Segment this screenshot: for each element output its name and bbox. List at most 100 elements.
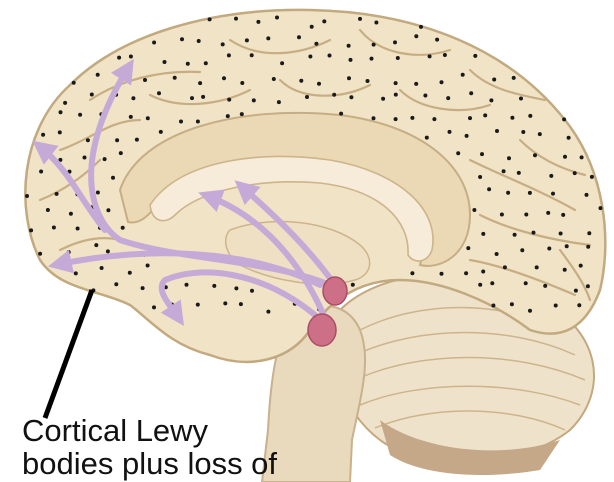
lewy-body-dot bbox=[487, 187, 491, 191]
lewy-body-dot bbox=[554, 304, 558, 308]
lewy-body-dot bbox=[532, 231, 536, 235]
lewy-body-dot bbox=[328, 54, 332, 58]
lewy-body-dot bbox=[366, 79, 370, 83]
lewy-body-dot bbox=[121, 226, 125, 230]
lewy-body-dot bbox=[468, 116, 472, 120]
lewy-body-dot bbox=[448, 130, 452, 134]
lewy-body-dot bbox=[190, 96, 194, 100]
lewy-body-dot bbox=[322, 19, 326, 23]
lewy-body-dot bbox=[135, 138, 139, 142]
lewy-body-dot bbox=[96, 191, 100, 195]
lewy-body-dot bbox=[456, 151, 460, 155]
lewy-body-dot bbox=[317, 82, 321, 86]
lewy-body-dot bbox=[280, 61, 284, 65]
lewy-body-dot bbox=[222, 76, 226, 80]
lewy-body-dot bbox=[561, 213, 565, 217]
lewy-body-dot bbox=[481, 232, 485, 236]
lewy-body-dot bbox=[469, 91, 473, 95]
lewy-body-dot bbox=[103, 157, 107, 161]
lewy-body-dot bbox=[221, 42, 225, 46]
lewy-body-dot bbox=[478, 175, 482, 179]
lewy-body-dot bbox=[543, 284, 547, 288]
lewy-body-dot bbox=[106, 249, 110, 253]
lewy-body-dot bbox=[186, 62, 190, 66]
lewy-body-dot bbox=[512, 76, 516, 80]
lewy-body-dot bbox=[410, 116, 414, 120]
lewy-body-dot bbox=[163, 60, 167, 64]
lewy-body-dot bbox=[480, 152, 484, 156]
lewy-body-dot bbox=[506, 191, 510, 195]
nucleus-lower bbox=[308, 314, 336, 346]
lewy-body-dot bbox=[272, 77, 276, 81]
caption-line-1: Cortical Lewy bbox=[22, 414, 277, 447]
caption: Cortical Lewy bodies plus loss of bbox=[22, 414, 277, 480]
lewy-body-dot bbox=[466, 246, 470, 250]
lewy-body-dot bbox=[507, 156, 511, 160]
lewy-body-dot bbox=[297, 35, 301, 39]
lewy-body-dot bbox=[440, 80, 444, 84]
lewy-body-dot bbox=[586, 245, 590, 249]
lewy-body-dot bbox=[46, 208, 50, 212]
lewy-body-dot bbox=[256, 20, 260, 24]
lewy-body-dot bbox=[502, 169, 506, 173]
lewy-body-dot bbox=[240, 81, 244, 85]
lewy-body-dot bbox=[157, 91, 161, 95]
lewy-body-dot bbox=[250, 289, 254, 293]
lewy-body-dot bbox=[372, 43, 376, 47]
lewy-body-dot bbox=[562, 117, 566, 121]
lewy-body-dot bbox=[25, 194, 29, 198]
lewy-body-dot bbox=[52, 226, 56, 230]
lewy-body-dot bbox=[234, 286, 238, 290]
lewy-body-dot bbox=[349, 95, 353, 99]
lewy-body-dot bbox=[129, 55, 133, 59]
lewy-body-dot bbox=[428, 54, 432, 58]
lewy-body-dot bbox=[559, 232, 563, 236]
lewy-body-dot bbox=[63, 101, 67, 105]
caption-line-2: bodies plus loss of bbox=[22, 447, 277, 480]
lewy-body-dot bbox=[29, 228, 33, 232]
lewy-body-dot bbox=[495, 252, 499, 256]
lewy-body-dot bbox=[223, 301, 227, 305]
lewy-body-dot bbox=[520, 248, 524, 252]
lewy-body-dot bbox=[489, 98, 493, 102]
lewy-body-dot bbox=[419, 25, 423, 29]
lewy-body-dot bbox=[74, 271, 78, 275]
lewy-body-dot bbox=[464, 271, 468, 275]
lewy-body-dot bbox=[349, 58, 353, 62]
lewy-body-dot bbox=[180, 37, 184, 41]
lewy-body-dot bbox=[106, 208, 110, 212]
lewy-body-dot bbox=[490, 281, 494, 285]
lewy-body-dot bbox=[277, 100, 281, 104]
lewy-body-dot bbox=[86, 138, 90, 142]
lewy-body-dot bbox=[579, 264, 583, 268]
lewy-body-dot bbox=[129, 115, 133, 119]
lewy-body-dot bbox=[461, 73, 465, 77]
lewy-body-dot bbox=[94, 243, 98, 247]
lewy-body-dot bbox=[513, 233, 517, 237]
lewy-body-dot bbox=[266, 36, 270, 40]
lewy-body-dot bbox=[577, 303, 581, 307]
lewy-body-dot bbox=[252, 98, 256, 102]
lewy-body-dot bbox=[100, 266, 104, 270]
lewy-body-dot bbox=[117, 56, 121, 60]
lewy-body-dot bbox=[69, 212, 73, 216]
lewy-body-dot bbox=[204, 61, 208, 65]
lewy-body-dot bbox=[440, 272, 444, 276]
lewy-body-dot bbox=[599, 206, 603, 210]
lewy-body-dot bbox=[198, 81, 202, 85]
lewy-body-dot bbox=[414, 82, 418, 86]
lewy-body-dot bbox=[39, 170, 43, 174]
lewy-body-dot bbox=[55, 192, 59, 196]
lewy-body-dot bbox=[510, 116, 514, 120]
lewy-body-dot bbox=[299, 79, 303, 83]
lewy-body-dot bbox=[503, 265, 507, 269]
lewy-body-dot bbox=[146, 264, 150, 268]
lewy-body-dot bbox=[227, 98, 231, 102]
lewy-body-dot bbox=[370, 57, 374, 61]
lewy-body-dot bbox=[131, 96, 135, 100]
lewy-body-dot bbox=[483, 113, 487, 117]
lewy-body-dot bbox=[528, 309, 532, 313]
lewy-body-dot bbox=[492, 78, 496, 82]
lewy-body-dot bbox=[551, 192, 555, 196]
